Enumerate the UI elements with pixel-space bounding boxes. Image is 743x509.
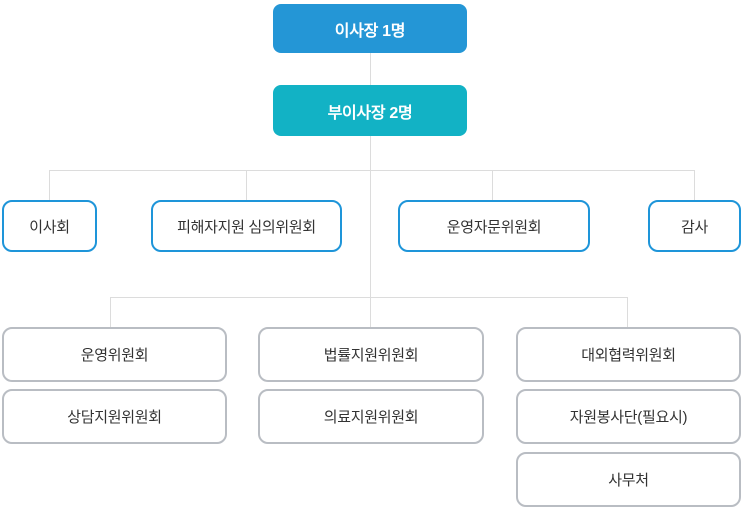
node-secretariat: 사무처	[516, 452, 741, 507]
node-operation-committee: 운영위원회	[2, 327, 227, 382]
connector-drop-audit	[694, 170, 695, 201]
connector-drop-advisory	[492, 170, 493, 201]
node-chairman: 이사장 1명	[273, 4, 467, 53]
connector-drop-col3	[627, 297, 628, 328]
node-vice-chairman: 부이사장 2명	[273, 85, 467, 136]
node-medical-support-committee: 의료지원위원회	[258, 389, 484, 444]
node-counseling-support-committee: 상담지원위원회	[2, 389, 227, 444]
node-victim-support-review-committee: 피해자지원 심의위원회	[151, 200, 342, 252]
connector-drop-col1	[110, 297, 111, 328]
node-board-of-directors: 이사회	[2, 200, 97, 252]
node-operation-advisory-committee: 운영자문위원회	[398, 200, 590, 252]
connector-center-trunk	[370, 136, 371, 327]
connector-level4-rail	[110, 297, 628, 298]
connector-drop-review	[246, 170, 247, 201]
connector-drop-board	[49, 170, 50, 201]
node-external-cooperation-committee: 대외협력위원회	[516, 327, 741, 382]
connector-chairman-vice	[370, 53, 371, 85]
node-auditor: 감사	[648, 200, 741, 252]
node-volunteer-group: 자원봉사단(필요시)	[516, 389, 741, 444]
connector-level3-rail	[49, 170, 695, 171]
node-legal-support-committee: 법률지원위원회	[258, 327, 484, 382]
